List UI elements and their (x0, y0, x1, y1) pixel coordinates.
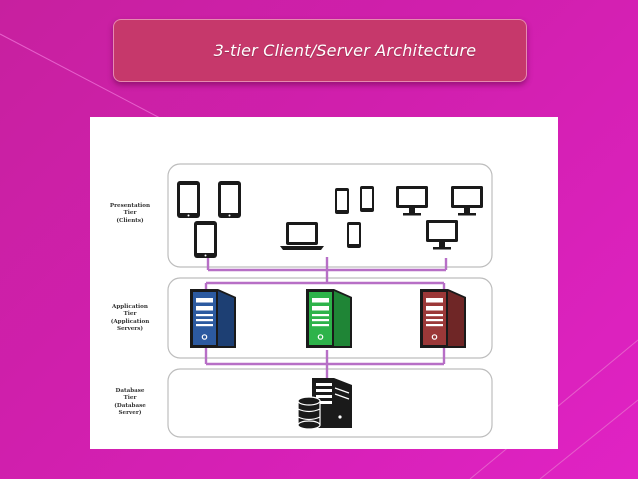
server-green-icon (306, 289, 352, 348)
monitor-icon (396, 186, 428, 216)
database-tier-label: Database Tier (Database Server) (114, 388, 146, 417)
tier-connectors (204, 257, 448, 379)
phone-icon (335, 188, 349, 214)
diagram-canvas (167, 163, 493, 438)
application-tier-label: Application Tier (Application Servers) (110, 304, 150, 333)
slide-title-box: 3-tier Client/Server Architecture (113, 19, 527, 82)
server-red-icon (420, 289, 466, 348)
server-blue-icon (190, 289, 236, 348)
tablet-icon (194, 221, 217, 258)
monitor-icon (426, 220, 458, 250)
phone-icon (360, 186, 374, 212)
database-server-icon (297, 378, 352, 430)
presentation-tier-label: Presentation Tier (Clients) (109, 203, 151, 224)
tablet-icon (218, 181, 241, 218)
slide-title: 3-tier Client/Server Architecture (213, 41, 477, 60)
monitor-icon (451, 186, 483, 216)
laptop-icon (280, 222, 324, 250)
database-cylinder-icon (297, 396, 321, 430)
architecture-diagram: Presentation Tier (Clients) Application … (90, 117, 558, 449)
tablet-icon (177, 181, 200, 218)
phone-icon (347, 222, 361, 248)
